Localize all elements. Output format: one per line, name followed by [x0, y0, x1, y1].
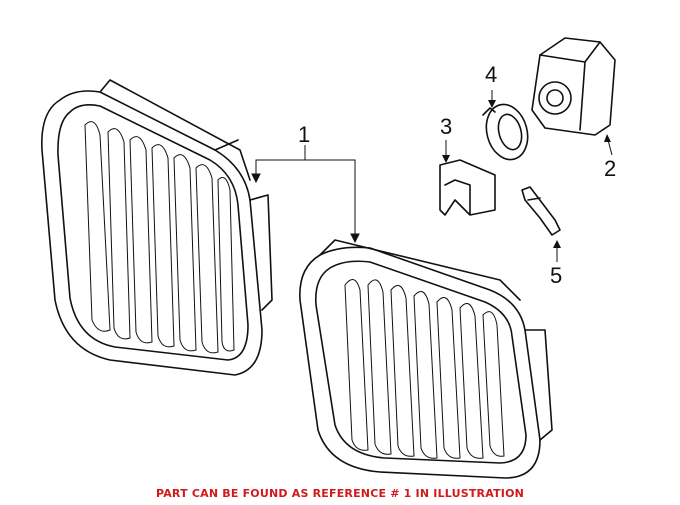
reference-note: PART CAN BE FOUND AS REFERENCE # 1 IN IL…: [155, 487, 525, 500]
kidney-grille-right: [299, 239, 553, 479]
seal-ring: [482, 103, 529, 161]
leader-1: [251, 145, 360, 244]
callout-5: 5: [550, 263, 563, 288]
bracket: [439, 159, 496, 216]
callout-1: 1: [298, 122, 311, 147]
clip: [521, 186, 561, 236]
camera-module: [531, 37, 616, 136]
kidney-grille-left: [41, 79, 273, 376]
callout-4: 4: [485, 62, 498, 87]
callout-3: 3: [440, 114, 453, 139]
callout-2: 2: [604, 156, 617, 181]
